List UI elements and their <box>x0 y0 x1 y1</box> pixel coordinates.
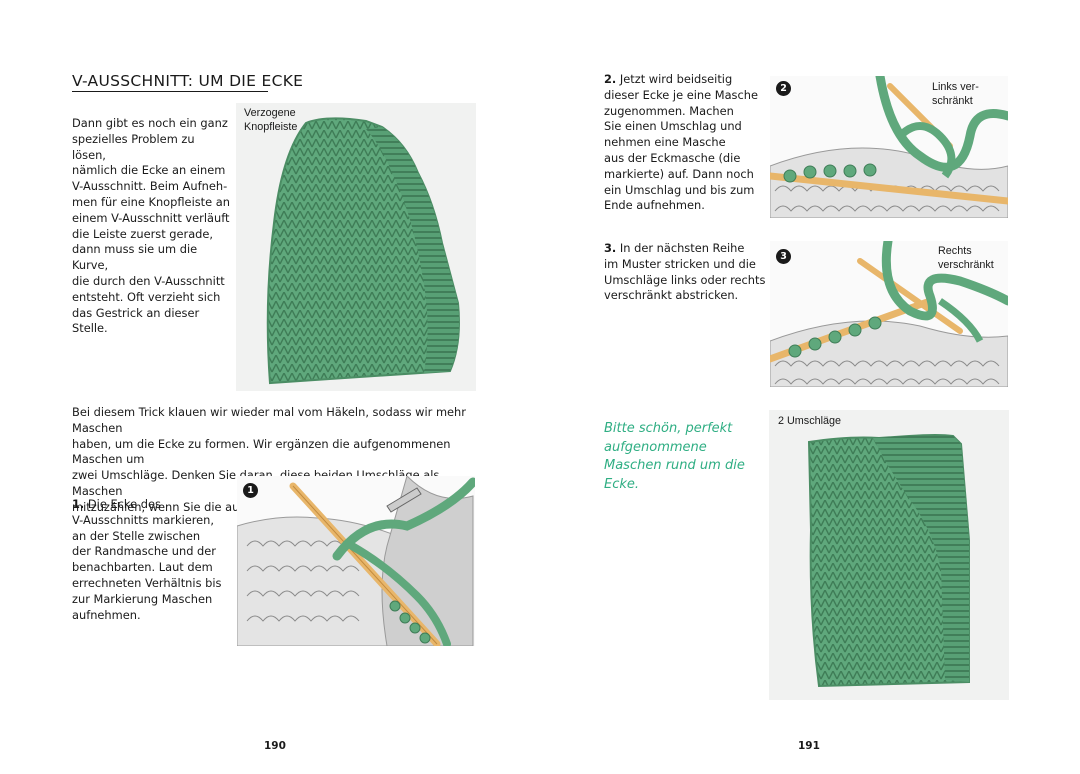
knitted-swatch-image <box>266 117 460 385</box>
photo-caption-corner: 2 Umschläge <box>778 415 842 427</box>
trick-paragraph: Bei diesem Trick klauen wir wieder mal v… <box>72 405 466 514</box>
step3-badge: 3 <box>776 249 791 264</box>
photo-caption-distorted: Verzogene Knopfleiste <box>244 107 298 133</box>
perfect-corner-photo <box>769 410 1009 700</box>
step2-caption: Links ver- schränkt <box>932 81 979 107</box>
step2-text: 2. Jetzt wird beidseitig dieser Ecke je … <box>604 72 774 214</box>
step1-illustration <box>237 476 475 646</box>
right-page: 2. Jetzt wird beidseitig dieser Ecke je … <box>540 0 1080 774</box>
step3-illustration <box>770 241 1008 387</box>
step3-body: In der nächsten Reihe im Muster stricken… <box>604 241 766 303</box>
left-page: V-AUSSCHNITT: UM DIE ECKE Dann gibt es n… <box>72 72 476 752</box>
knitted-swatch-image <box>807 434 970 688</box>
step1-text: 1. Die Ecke des V-Ausschnitts markieren,… <box>72 497 232 623</box>
step2-body: Jetzt wird beidseitig dieser Ecke je ein… <box>604 72 758 213</box>
page-number-right: 191 <box>798 740 820 752</box>
step3-number: 3. <box>604 241 617 255</box>
step3-caption: Rechts verschränkt <box>938 245 994 271</box>
step2-illustration <box>770 76 1008 218</box>
step3-text: 3. In der nächsten Reihe im Muster stric… <box>604 241 774 304</box>
step1-body: Die Ecke des V-Ausschnitts markieren, an… <box>72 497 222 622</box>
intro-paragraph: Dann gibt es noch ein ganz spezielles Pr… <box>72 116 230 336</box>
step1-badge: 1 <box>243 483 258 498</box>
distorted-buttonband-photo <box>236 103 476 391</box>
section-heading: V-AUSSCHNITT: UM DIE ECKE <box>72 72 304 92</box>
page-number-left: 190 <box>264 740 286 752</box>
step2-number: 2. <box>604 72 617 86</box>
step2-badge: 2 <box>776 81 791 96</box>
step1-number: 1. <box>72 497 85 511</box>
handwritten-note: Bitte schön, perfekt aufgenommene Masche… <box>604 421 745 492</box>
